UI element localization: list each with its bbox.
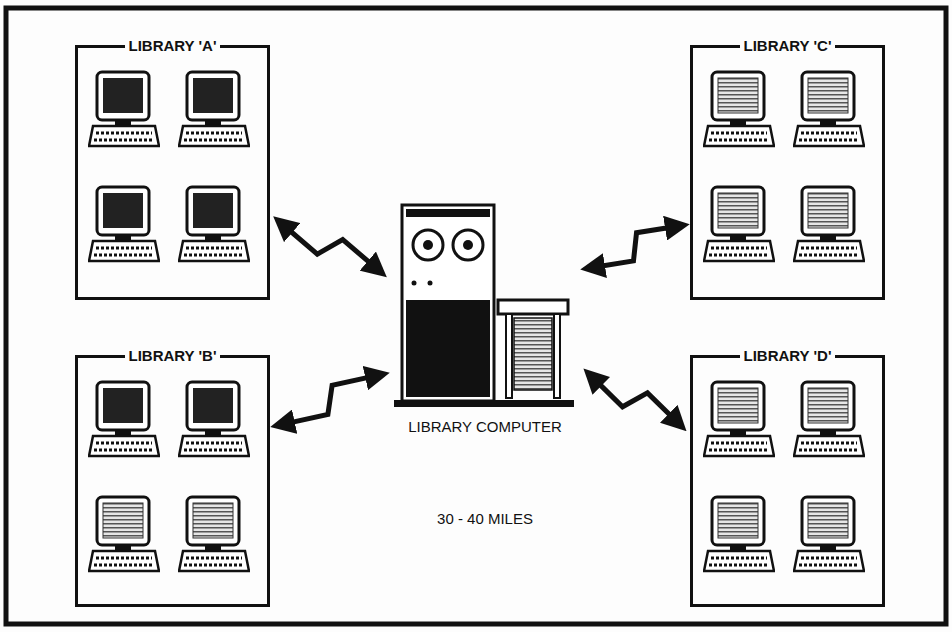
terminals-d — [704, 382, 864, 571]
terminals-c — [704, 72, 864, 261]
distance-label: 30 - 40 MILES — [434, 510, 536, 527]
terminals-b — [89, 382, 249, 571]
computer-label: LIBRARY COMPUTER — [408, 418, 562, 436]
communication-link — [282, 375, 377, 424]
library-title: LIBRARY 'B' — [125, 347, 221, 365]
computer-node: LIBRARY COMPUTER — [390, 200, 580, 440]
library-title: LIBRARY 'C' — [740, 37, 836, 55]
communication-link — [283, 224, 378, 269]
communication-link — [592, 377, 677, 422]
library-title: LIBRARY 'A' — [125, 37, 221, 55]
library-box: LIBRARY 'A' — [75, 45, 270, 300]
frame — [6, 8, 946, 624]
mainframe-computer — [394, 205, 574, 407]
library-box: LIBRARY 'C' — [690, 45, 885, 300]
library-box: LIBRARY 'B' — [75, 355, 270, 607]
library-box: LIBRARY 'D' — [690, 355, 885, 607]
library-title: LIBRARY 'D' — [740, 347, 836, 365]
communication-link — [593, 226, 678, 267]
terminals-a — [89, 72, 249, 261]
